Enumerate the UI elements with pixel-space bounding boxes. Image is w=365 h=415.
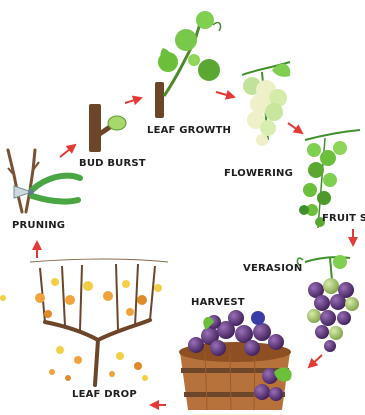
stage-label-leaf-drop: LEAF DROP [72, 389, 137, 400]
arrow-flowering-to-fruitset [288, 123, 302, 133]
stage-label-harvest: HARVEST [191, 297, 245, 308]
stage-label-pruning: PRUNING [12, 220, 65, 231]
leaf-shoot-icon [155, 11, 221, 118]
arrow-pruning-to-budburst [60, 145, 75, 157]
grape-basket-icon [179, 310, 292, 410]
flower-cluster-icon [242, 62, 290, 146]
bud-icon [89, 104, 126, 152]
arrow-budburst-to-leafgrowth [125, 98, 141, 103]
arrow-verasion-to-harvest [309, 355, 322, 367]
stage-label-bud-burst: BUD BURST [79, 158, 146, 169]
pruning-shears-icon [8, 150, 80, 212]
stage-label-leaf-growth: LEAF GROWTH [147, 125, 231, 136]
arrow-leafgrowth-to-flowering [216, 92, 234, 97]
stage-label-fruit-set: FRUIT S [322, 213, 365, 224]
autumn-vine-icon [0, 259, 168, 385]
stage-label-verasion: VERASION [243, 263, 302, 274]
stage-label-flowering: FLOWERING [224, 168, 293, 179]
ripening-grape-cluster-icon [297, 255, 359, 352]
